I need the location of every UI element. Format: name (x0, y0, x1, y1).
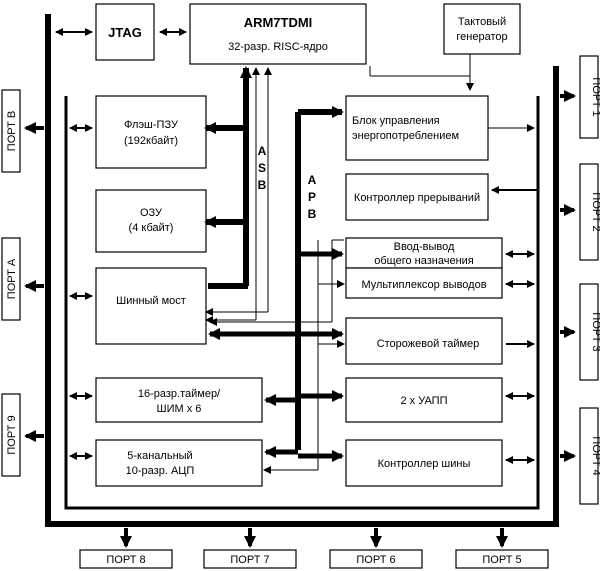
irq-label: Контроллер прерываний (354, 192, 480, 204)
gpio-label-1: Ввод-вывод (394, 241, 455, 253)
port-1: ПОРТ 1 (560, 55, 600, 139)
port-a-label: ПОРТ A (6, 258, 18, 299)
timer-label-2: ШИМ x 6 (157, 403, 202, 415)
wdt-label: Сторожевой таймер (377, 338, 480, 350)
apb-label-p: P (308, 190, 316, 204)
port-6: ПОРТ 6 (329, 528, 423, 569)
port-3: ПОРТ 3 (560, 283, 600, 381)
adc-label-2: 10-разр. АЦП (126, 465, 195, 477)
asb-label-s: S (258, 161, 266, 175)
port-4-label: ПОРТ 4 (590, 436, 600, 475)
power-label-1: Блок управления (352, 115, 440, 127)
cpu-subtitle: 32-разр. RISC-ядро (228, 41, 328, 53)
port-1-label: ПОРТ 1 (590, 77, 600, 116)
port-2-label: ПОРТ 2 (590, 192, 600, 231)
port-b: ПОРТ B (1, 89, 44, 173)
clock-block: Тактовый генератор (443, 3, 521, 55)
asb-label-b: B (258, 178, 267, 192)
clock-label-2: генератор (456, 31, 507, 43)
flash-label-2: (192кбайт) (124, 135, 178, 147)
clock-label-1: Тактовый (458, 16, 506, 28)
port-a: ПОРТ A (1, 237, 44, 321)
power-label-2: энергопотреблением (352, 130, 459, 142)
port-8: ПОРТ 8 (79, 528, 173, 569)
outer-bus (45, 14, 559, 527)
asb-label-a: A (258, 144, 267, 158)
ram-label-2: (4 кбайт) (129, 222, 174, 234)
apb-label-b: B (308, 207, 317, 221)
port-4: ПОРТ 4 (560, 407, 600, 505)
flash-label-1: Флэш-ПЗУ (124, 119, 179, 131)
apb-label-a: A (308, 173, 317, 187)
port-b-label: ПОРТ B (6, 111, 18, 151)
cpu-block: ARM7TDMI 32-разр. RISC-ядро (189, 3, 367, 65)
adc-block: 5-канальный 10-разр. АЦП (95, 439, 263, 487)
timer-pwm-block: 16-разр.таймер/ ШИМ x 6 (95, 377, 263, 423)
port-2: ПОРТ 2 (560, 163, 600, 261)
port-8-label: ПОРТ 8 (106, 554, 145, 566)
port-6-label: ПОРТ 6 (356, 554, 395, 566)
port-7: ПОРТ 7 (203, 528, 297, 569)
busctl-label: Контроллер шины (378, 458, 471, 470)
adc-label-1: 5-канальный (127, 450, 192, 462)
port-5-label: ПОРТ 5 (482, 554, 521, 566)
port-3-label: ПОРТ 3 (590, 312, 600, 351)
jtag-block: JTAG (95, 3, 155, 61)
ram-label-1: ОЗУ (140, 207, 163, 219)
watchdog-block: Сторожевой таймер (345, 317, 503, 365)
gpio-block: Ввод-вывод общего назначения (345, 237, 503, 269)
port-5: ПОРТ 5 (455, 528, 549, 569)
timer-label-1: 16-разр.таймер/ (138, 388, 221, 400)
port-9: ПОРТ 9 (1, 393, 44, 477)
mux-label: Мультиплексор выводов (361, 279, 486, 291)
ram-block: ОЗУ (4 кбайт) (95, 189, 207, 253)
apb-bus: A P B (208, 106, 344, 462)
jtag-label: JTAG (108, 25, 142, 40)
power-mgmt-block: Блок управления энергопотреблением (345, 95, 489, 161)
port-9-label: ПОРТ 9 (6, 415, 18, 454)
flash-block: Флэш-ПЗУ (192кбайт) (95, 95, 207, 169)
asb-bus: A S B (204, 66, 267, 289)
bus-controller-block: Контроллер шины (345, 439, 503, 487)
inner-bus (64, 96, 540, 510)
port-7-label: ПОРТ 7 (230, 554, 269, 566)
bus-bridge-block: Шинный мост (95, 267, 207, 345)
gpio-label-2: общего назначения (374, 255, 474, 267)
cpu-title: ARM7TDMI (244, 15, 313, 30)
uart-block: 2 x УАПП (345, 377, 503, 423)
pin-mux-block: Мультиплексор выводов (345, 267, 503, 299)
uart-label: 2 x УАПП (400, 395, 447, 407)
bridge-label: Шинный мост (116, 295, 186, 307)
interrupt-controller-block: Контроллер прерываний (345, 173, 489, 221)
